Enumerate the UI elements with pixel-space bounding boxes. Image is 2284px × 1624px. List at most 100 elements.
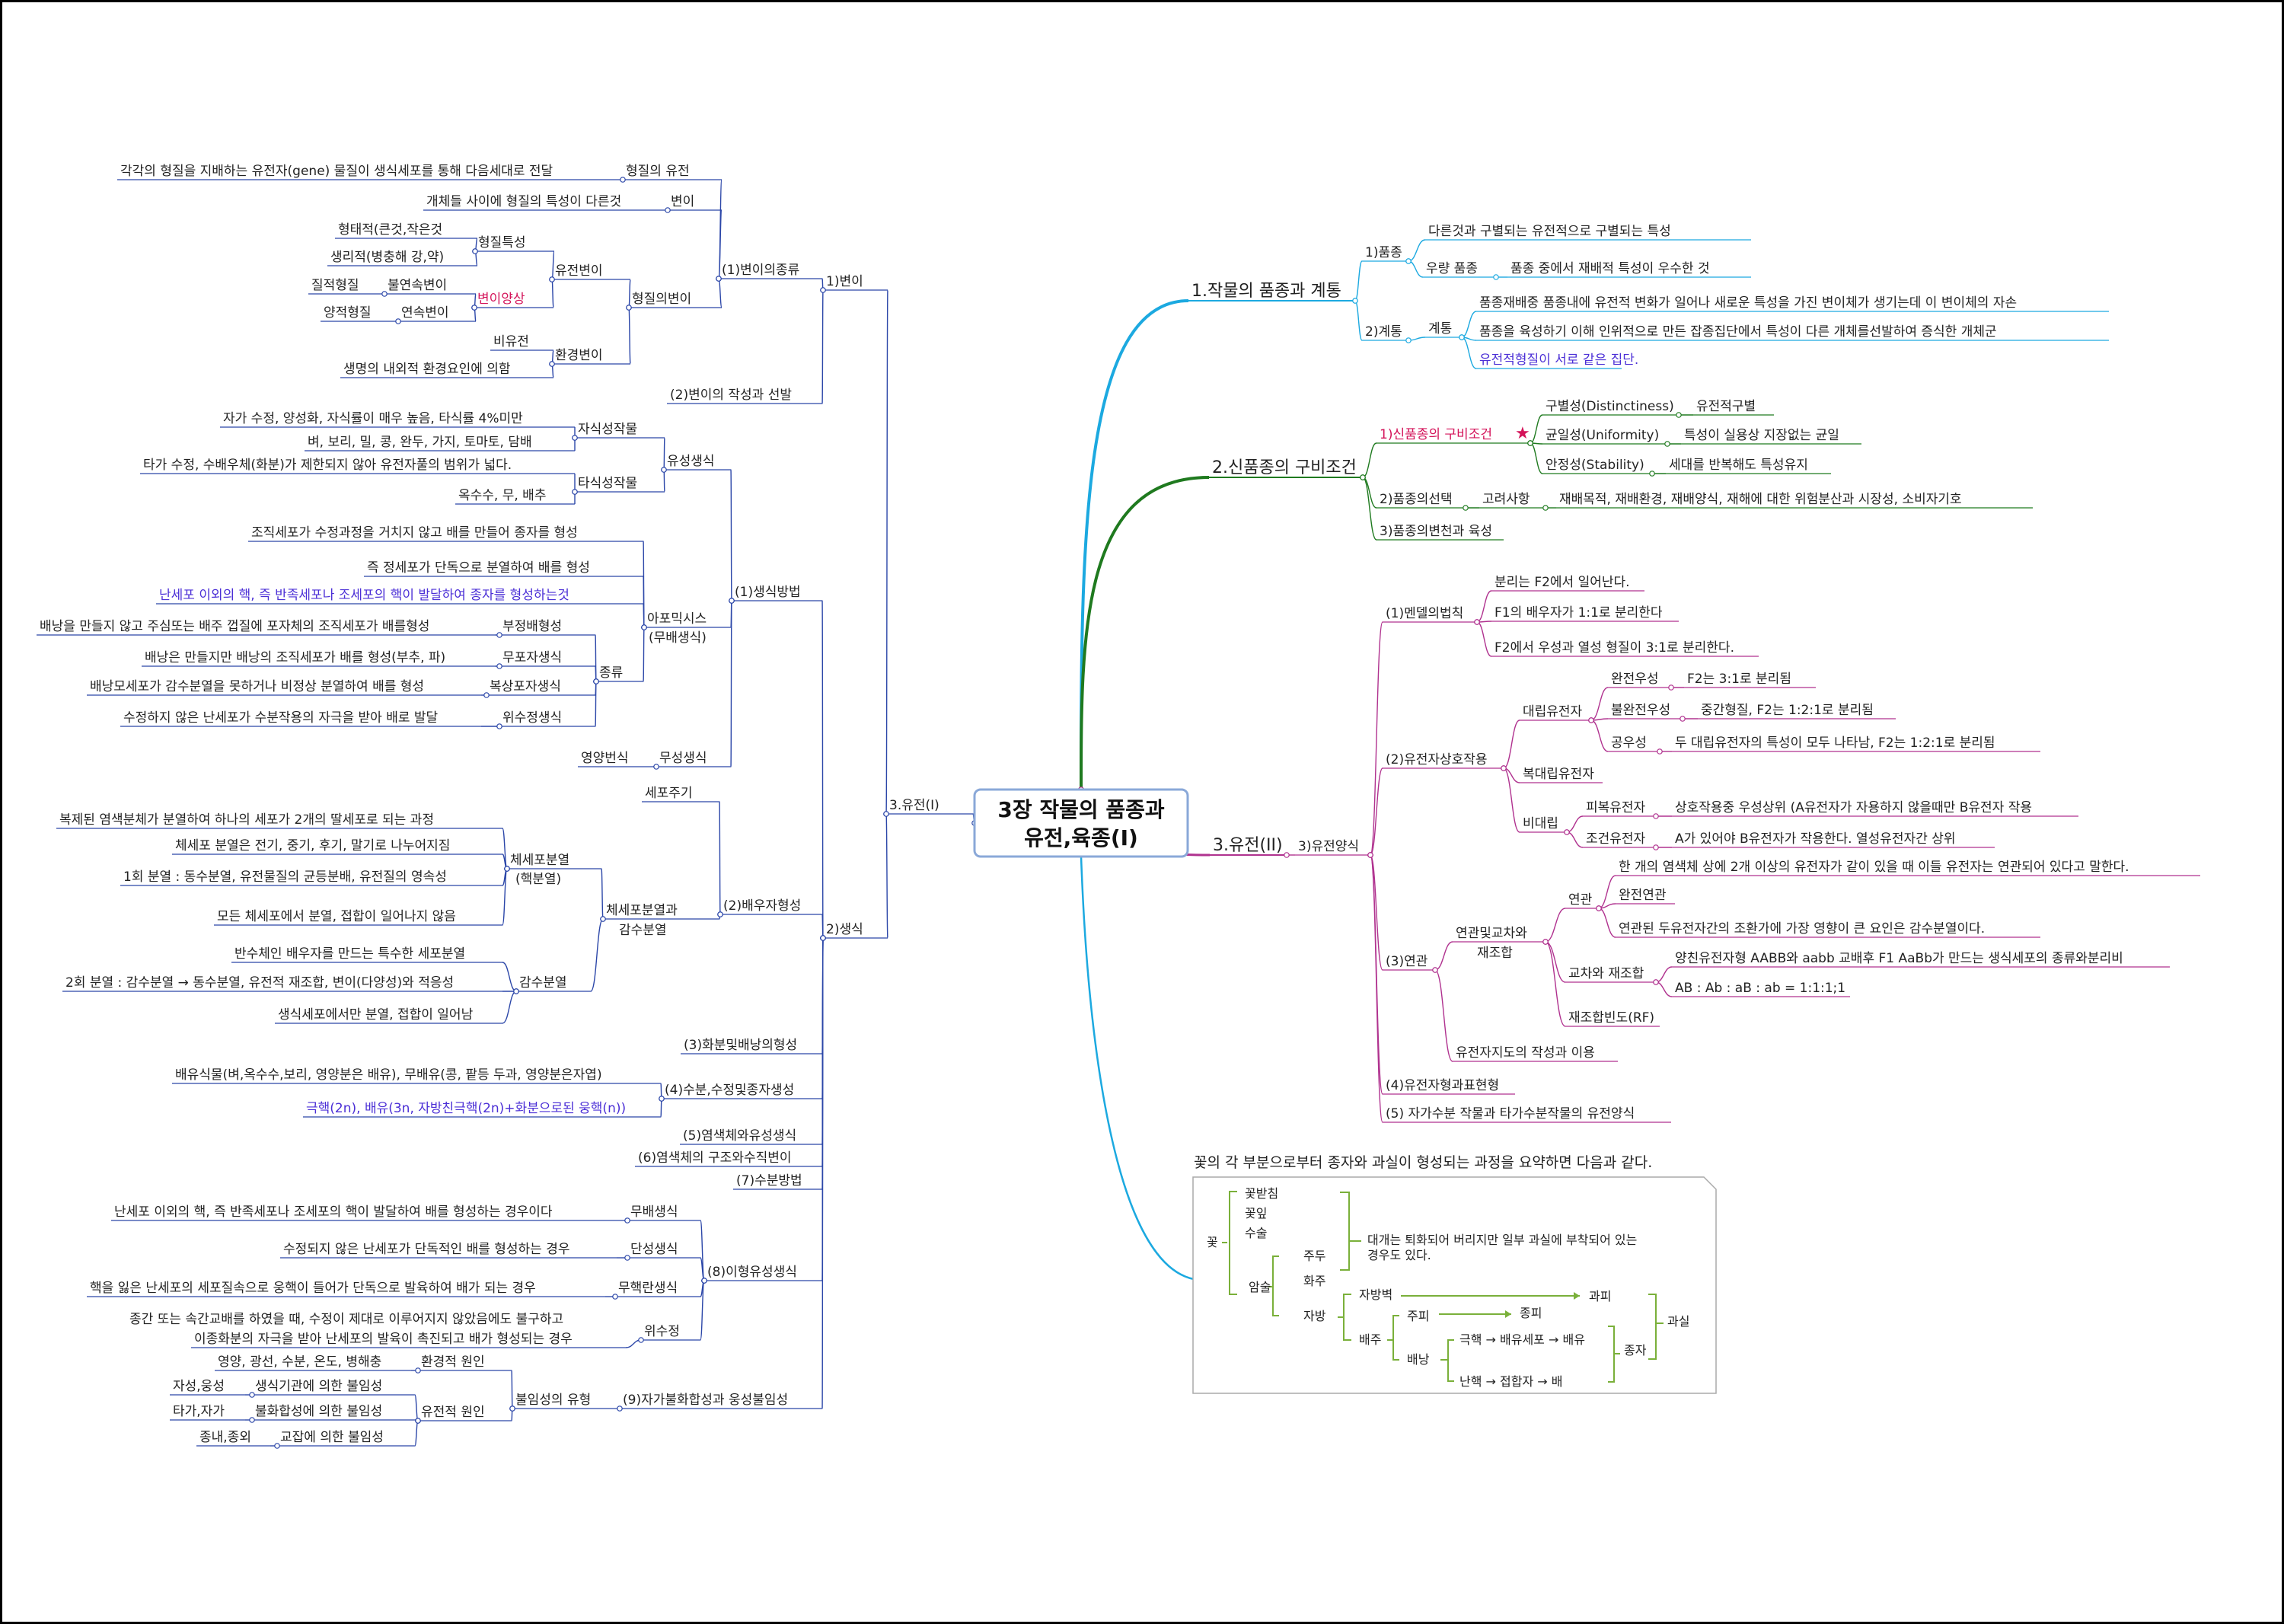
node-l2i1a[interactable]: 환경적 원인: [421, 1354, 485, 1370]
node-l1a2a[interactable]: 개체들 사이에 형질의 특성이 다른것: [426, 194, 621, 209]
node-r3a2a3a[interactable]: 두 대립유전자의 특성이 모두 나타남, F2는 1:2:1로 분리됨: [1675, 735, 1995, 751]
node-r1a[interactable]: 1)품종: [1365, 245, 1402, 260]
node-l2d2[interactable]: 극핵(2n), 배유(3n, 자방친극핵(2n)+화분으로된 웅핵(n)): [306, 1101, 626, 1116]
node-r3a2c[interactable]: 비대립: [1523, 816, 1558, 831]
node-l2a[interactable]: (1)생식방법: [735, 585, 801, 600]
node-r3a2a2a[interactable]: 중간형질, F2는 1:2:1로 분리됨: [1701, 703, 1874, 718]
node-l2a1a2[interactable]: 벼, 보리, 밀, 콩, 완두, 가지, 토마토, 담배: [308, 435, 532, 450]
node-l1a3a2b1[interactable]: 양적형질: [324, 305, 372, 321]
node-l2a2d3a[interactable]: 배낭모세포가 감수분열을 못하거나 비정상 분열하여 배를 형성: [90, 679, 424, 694]
node-l2b2ax[interactable]: (핵분열): [515, 872, 561, 887]
node-r3a3a2b[interactable]: AB : Ab : aB : ab = 1:1:1;1: [1675, 981, 1845, 996]
node-l2h1[interactable]: 무배생식: [630, 1204, 678, 1220]
node-r3a2a3[interactable]: 공우성: [1611, 735, 1647, 751]
node-r1b1b[interactable]: 품종을 육성하기 이해 인위적으로 만든 잡종집단에서 특성이 다른 개체를선발…: [1479, 324, 1997, 340]
node-r3a2c1a[interactable]: 상호작용중 우성상위 (A유전자가 자용하지 않을때만 B유전자 작용: [1675, 800, 2032, 815]
node-r3a1c[interactable]: F2에서 우성과 열성 형질이 3:1로 분리한다.: [1494, 640, 1734, 656]
node-r3a3b[interactable]: 유전자지도의 작성과 이용: [1456, 1045, 1595, 1061]
node-l1a3a2b[interactable]: 연속변이: [401, 305, 449, 321]
node-l2h3[interactable]: 무핵란생식: [618, 1281, 678, 1296]
node-l2b2b[interactable]: 감수분열: [519, 975, 567, 991]
node-l2h2[interactable]: 단성생식: [630, 1242, 678, 1257]
node-l2h4b[interactable]: 이종화분의 자극을 받아 난세포의 발육이 촉진되고 배가 형성되는 경우: [194, 1332, 573, 1347]
node-l2b2x[interactable]: 감수분열: [619, 923, 667, 938]
node-r3[interactable]: 3.유전(II): [1213, 836, 1283, 855]
node-l2h4a[interactable]: 종간 또는 속간교배를 하였을 때, 수정이 제대로 이루어지지 않았음에도 불…: [129, 1312, 563, 1327]
node-l2a1b1[interactable]: 타가 수정, 수배우체(화분)가 제한되지 않아 유전자풀의 범위가 넓다.: [143, 458, 512, 473]
node-l1a3a2a[interactable]: 불연속변이: [388, 278, 447, 293]
node-r1a1[interactable]: 다른것과 구별되는 유전적으로 구별되는 특성: [1428, 224, 1671, 239]
node-l2a2d2a[interactable]: 배낭은 만들지만 배낭의 조직세포가 배를 형성(부추, 파): [145, 650, 445, 665]
node-l2b2a3[interactable]: 1회 분열 : 동수분열, 유전물질의 균등분배, 유전질의 영속성: [123, 869, 447, 885]
node-l2d1[interactable]: 배유식물(벼,옥수수,보리, 영양분은 배유), 무배유(콩, 팥등 두과, 영…: [175, 1067, 602, 1083]
node-r3a1[interactable]: (1)멘델의법칙: [1386, 606, 1463, 621]
node-l1a3a[interactable]: 유전변이: [555, 263, 603, 279]
node-l2h1a[interactable]: 난세포 이외의 핵, 즉 반족세포나 조세포의 핵이 발달하여 배를 형성하는 …: [114, 1204, 553, 1220]
root-node[interactable]: 3장 작물의 품종과 유전,육종(I): [973, 788, 1189, 858]
node-r3a2a2[interactable]: 불완전우성: [1611, 703, 1670, 718]
node-l2h4[interactable]: 위수정: [644, 1324, 680, 1339]
node-l2c[interactable]: (3)화분및배낭의형성: [684, 1038, 797, 1053]
node-r3a3a1b[interactable]: 완전연관: [1619, 888, 1667, 903]
node-r3a4[interactable]: (4)유전자형과표현형: [1386, 1078, 1499, 1093]
node-l2b[interactable]: (2)배우자형성: [723, 898, 801, 914]
node-l2f[interactable]: (6)염색체의 구조와수직변이: [638, 1150, 792, 1166]
node-r2a3a[interactable]: 세대를 반복해도 특성유지: [1669, 458, 1808, 473]
node-r2a2a[interactable]: 특성이 실용상 지장없는 균일: [1684, 428, 1839, 443]
node-l1a3a1b[interactable]: 생리적(병충해 강,약): [330, 250, 444, 265]
node-l1b[interactable]: (2)변이의 작성과 선발: [670, 388, 792, 403]
node-r3a3a1c[interactable]: 연관된 두유전자간의 조환가에 가장 영향이 큰 요인은 감수분열이다.: [1619, 921, 1985, 936]
node-l1a3b1[interactable]: 비유전: [493, 334, 529, 349]
node-l2i1b1a[interactable]: 자성,웅성: [173, 1379, 225, 1394]
node-l2i1a1[interactable]: 영양, 광선, 수분, 온도, 병해충: [218, 1354, 381, 1370]
node-l2g[interactable]: (7)수분방법: [736, 1173, 802, 1188]
node-r3a2c1[interactable]: 피복유전자: [1586, 800, 1646, 815]
node-l2i1b2[interactable]: 불화합성에 의한 불임성: [255, 1404, 382, 1419]
node-l2i1b2a[interactable]: 타가,자가: [173, 1404, 225, 1419]
node-r2a3[interactable]: 안정성(Stability): [1546, 458, 1644, 473]
node-r3a3a1a[interactable]: 한 개의 염색체 상에 2개 이상의 유전자가 같이 있을 때 이들 유전자는 …: [1619, 860, 2129, 875]
node-r2a2[interactable]: 균일성(Uniformity): [1546, 428, 1659, 443]
node-r1b1c[interactable]: 유전적형질이 서로 같은 집단.: [1479, 353, 1638, 368]
node-l2a3[interactable]: 무성생식: [659, 751, 707, 766]
node-r3a2c2a[interactable]: A가 있어야 B유전자가 작용한다. 열성유전자간 상위: [1675, 831, 1956, 847]
node-l2i1b3[interactable]: 교잡에 의한 불임성: [280, 1430, 384, 1445]
node-l2b2a2[interactable]: 체세포 분열은 전기, 중기, 후기, 말기로 나누어지짐: [175, 838, 450, 853]
node-l2a2[interactable]: 아포믹시스: [647, 611, 707, 627]
node-r1[interactable]: 1.작물의 품종과 계통: [1191, 282, 1341, 301]
node-r3a3ax[interactable]: 재조합: [1477, 946, 1513, 961]
node-r3a3a[interactable]: 연관및교차와: [1456, 926, 1527, 941]
node-r1a2[interactable]: 우량 품종: [1426, 261, 1478, 276]
node-r3a1b[interactable]: F1의 배우자가 1:1로 분리한다: [1494, 605, 1663, 621]
node-l1a2[interactable]: 변이: [671, 194, 694, 209]
node-l2a2d2[interactable]: 무포자생식: [502, 650, 562, 665]
node-r3a5[interactable]: (5) 자가수분 작물과 타가수분작물의 유전양식: [1386, 1106, 1635, 1121]
node-l1[interactable]: 1)변이: [826, 274, 863, 289]
node-l2a1b2[interactable]: 옥수수, 무, 배추: [458, 488, 546, 503]
node-r3a3[interactable]: (3)연관: [1386, 954, 1428, 969]
node-l0[interactable]: 3.유전(I): [889, 798, 939, 813]
node-r3a1a[interactable]: 분리는 F2에서 일어난다.: [1494, 575, 1630, 590]
node-l2a2d4a[interactable]: 수정하지 않은 난세포가 수분작용의 자극을 받아 배로 발달: [123, 710, 439, 726]
node-r3a3a1[interactable]: 연관: [1568, 892, 1592, 908]
node-l1a3a2[interactable]: 변이양상: [477, 292, 525, 307]
node-r3a[interactable]: 3)유전양식: [1298, 839, 1359, 854]
node-l1a3a2a1[interactable]: 질적형질: [311, 278, 359, 293]
node-r3a2c2[interactable]: 조건유전자: [1586, 831, 1646, 847]
node-r3a2a1a[interactable]: F2는 3:1로 분리됨: [1687, 672, 1791, 687]
node-r2c[interactable]: 3)품종의변천과 육성: [1380, 524, 1492, 539]
node-l2a2d4[interactable]: 위수정생식: [502, 710, 562, 726]
node-l2a2d1[interactable]: 부정배형성: [502, 619, 562, 634]
node-l2i1b3a[interactable]: 종내,종외: [199, 1430, 251, 1445]
node-r2b1a[interactable]: 재배목적, 재배환경, 재배양식, 재해에 대한 위험분산과 시장성, 소비자기…: [1559, 492, 1962, 507]
node-l2a2d[interactable]: 종류: [599, 665, 623, 681]
node-r2a1a[interactable]: 유전적구별: [1696, 399, 1756, 414]
node-l2b2b1[interactable]: 반수체인 배우자를 만드는 특수한 세포분열: [234, 946, 465, 962]
node-l1a1a[interactable]: 각각의 형질을 지배하는 유전자(gene) 물질이 생식세포를 통해 다음세대…: [120, 164, 553, 179]
node-r1b[interactable]: 2)계통: [1365, 324, 1402, 340]
node-r3a3a2a[interactable]: 양친유전자형 AABB와 aabb 교배후 F1 AaBb가 만드는 생식세포의…: [1675, 951, 2123, 966]
node-r1a2a[interactable]: 품종 중에서 재배적 특성이 우수한 것: [1510, 261, 1710, 276]
node-l2i1[interactable]: 불임성의 유형: [515, 1393, 591, 1408]
node-l2a1a1[interactable]: 자가 수정, 양성화, 자식률이 매우 높음, 타식률 4%미만: [223, 411, 523, 426]
node-l2e[interactable]: (5)염색체와유성생식: [683, 1128, 796, 1144]
